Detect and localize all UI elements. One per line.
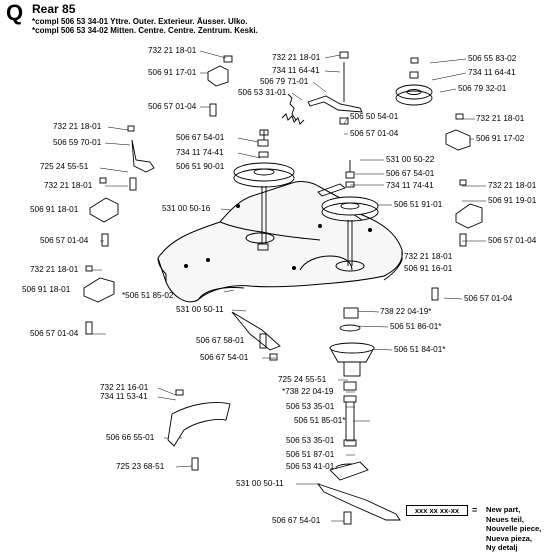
spring-top — [281, 113, 305, 125]
tensioner-arm — [287, 51, 363, 125]
part-label: 506 67 54-01 — [176, 133, 225, 142]
part-label: 506 57 01-04 — [464, 294, 513, 303]
part-label: 506 91 18-01 — [22, 285, 71, 294]
part-label: 531 00 50-11 — [236, 479, 284, 488]
part-label: 506 91 19-01 — [488, 196, 537, 205]
bracket-right — [455, 179, 483, 247]
part-label: 506 79 32-01 — [458, 84, 507, 93]
blade-upper — [231, 311, 281, 361]
part-label: 506 51 84-01* — [394, 345, 446, 354]
part-label: 506 57 01-04 — [40, 236, 89, 245]
part-label: 732 21 16-01 — [100, 383, 149, 392]
diagram-title: Rear 85 — [32, 2, 76, 16]
part-label: 506 51 87-01 — [286, 450, 335, 459]
part-label: 506 91 16-01 — [404, 264, 453, 273]
legend-line: New part, — [486, 505, 521, 514]
part-label: 506 51 85-01* — [294, 416, 346, 425]
part-label: 725 24 55-51 — [40, 162, 89, 171]
legend-line: Nouvelle piece, — [486, 524, 542, 534]
deflector-plate — [167, 389, 231, 471]
part-label: 734 11 53-41 — [100, 392, 148, 401]
part-label: 506 67 54-01 — [272, 516, 321, 525]
part-label: 506 67 54-01 — [386, 169, 435, 178]
part-label: 506 79 71-01 — [260, 77, 309, 86]
part-label: 531 00 50-22 — [386, 155, 435, 164]
part-label: 506 51 91-01 — [394, 200, 443, 209]
blade-lower — [316, 483, 401, 525]
header-line-1: *compl 506 53 34-01 Yttre. Outer. Exteri… — [32, 17, 248, 26]
bracket-top-left — [207, 55, 233, 117]
part-label: 531 00 50-16 — [162, 204, 211, 213]
part-label: 506 91 18-01 — [30, 205, 79, 214]
part-label: *738 22 04-19 — [282, 387, 334, 396]
part-label: 732 21 18-01 — [488, 181, 537, 190]
part-label: 506 53 35-01 — [286, 436, 335, 445]
legend-line: Nueva pieza, — [486, 533, 533, 543]
part-label: 732 21 18-01 — [148, 46, 197, 55]
part-label: 734 11 74-41 — [176, 148, 224, 157]
part-label: *506 51 85-02 — [122, 291, 174, 300]
left-pulley — [233, 129, 295, 251]
part-label: 506 51 86-01* — [390, 322, 442, 331]
spindle-assembly — [329, 307, 375, 481]
part-label: 506 50 54-01 — [350, 112, 399, 121]
legend-line: Ny detalj — [486, 543, 518, 553]
bracket-left-rod — [127, 125, 155, 191]
part-label: 506 66 55-01 — [106, 433, 155, 442]
part-label: 506 67 58-01 — [196, 336, 245, 345]
legend-equals: = — [472, 505, 478, 515]
part-label: 506 57 01-04 — [488, 236, 537, 245]
part-label: 725 23 68-51 — [116, 462, 165, 471]
legend-line: Neues teil, — [486, 514, 524, 524]
part-label: 732 21 18-01 — [476, 114, 525, 123]
part-label: 506 57 01-04 — [148, 102, 197, 111]
part-label: 732 21 18-01 — [53, 122, 102, 131]
header-line-2: *compl 506 53 34-02 Mitten. Centre. Cent… — [32, 26, 258, 35]
bolt-right-lower — [431, 287, 439, 301]
top-pulley — [395, 57, 433, 106]
bracket-top-right — [445, 113, 471, 151]
part-label: 506 53 35-01 — [286, 402, 335, 411]
part-label: 506 51 90-01 — [176, 162, 225, 171]
part-label: 506 53 41-01 — [286, 462, 335, 471]
part-label: 506 53 31-01 — [238, 88, 287, 97]
part-label: 738 22 04-19* — [380, 307, 432, 316]
new-part-legend-box: xxx xx xx-xx — [406, 505, 468, 516]
part-label: 506 59 70-01 — [53, 138, 102, 147]
part-label: 732 21 18-01 — [30, 265, 79, 274]
part-label: 734 11 64-41 — [468, 68, 516, 77]
part-label: 725 24 55-51 — [278, 375, 327, 384]
part-label: 732 21 18-01 — [272, 53, 321, 62]
part-label: 732 21 18-01 — [44, 181, 93, 190]
part-label: 732 21 18-01 — [404, 252, 453, 261]
part-label: 506 55 83-02 — [468, 54, 517, 63]
bracket-mid-left — [89, 177, 119, 247]
part-label: 531 00 50-11 — [176, 305, 224, 314]
part-label: 734 11 74-41 — [386, 181, 434, 190]
part-label: 506 91 17-02 — [476, 134, 525, 143]
new-part-legend-text: New part, Neues teil, Nouvelle piece, Nu… — [486, 505, 541, 553]
part-label: 506 91 17-01 — [148, 68, 197, 77]
bracket-lower-left — [83, 265, 115, 335]
section-letter: Q — [6, 0, 24, 25]
part-label: 734 11 64-41 — [272, 66, 320, 75]
part-label: 506 67 54-01 — [200, 353, 249, 362]
right-pulley — [317, 160, 379, 266]
part-label: 506 57 01-04 — [350, 129, 399, 138]
part-label: 506 57 01-04 — [30, 329, 79, 338]
